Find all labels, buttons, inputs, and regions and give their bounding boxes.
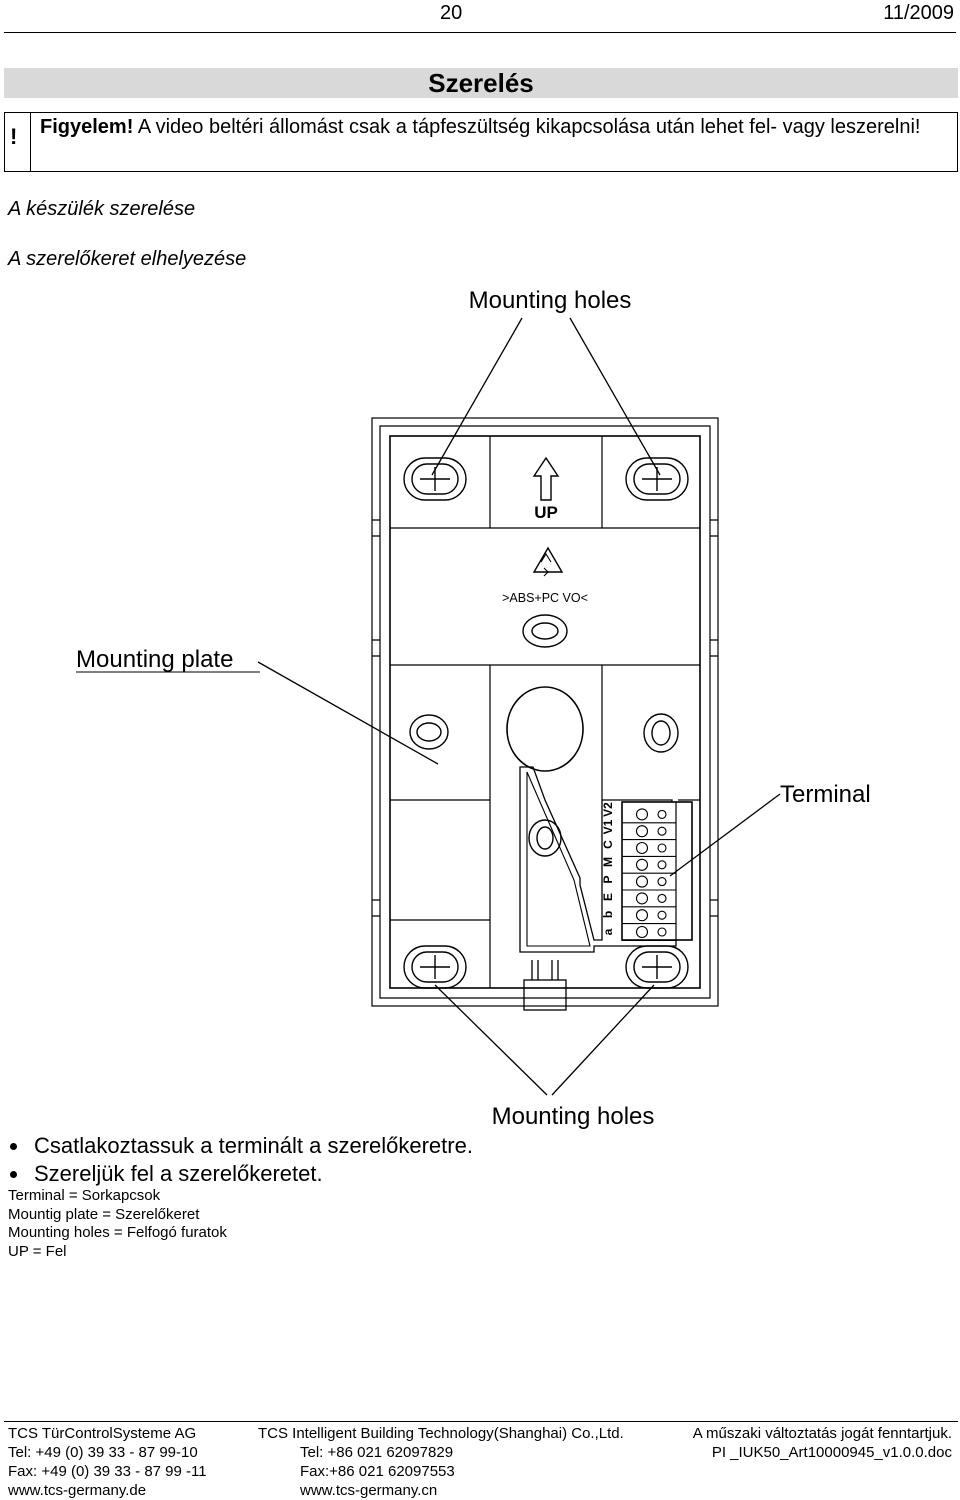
bottom-latch bbox=[523, 960, 567, 1011]
terminal-block bbox=[621, 801, 693, 941]
footer-line: TCS Intelligent Building Technology(Shan… bbox=[258, 1425, 624, 1442]
terminal-screw bbox=[635, 808, 649, 821]
footer-divider bbox=[4, 1421, 958, 1422]
terminal-contact bbox=[657, 910, 667, 920]
recycle-icon bbox=[532, 546, 564, 573]
terminal-screw bbox=[635, 825, 649, 838]
heading-plate-position: A szerelőkeret elhelyezése bbox=[8, 248, 247, 270]
warning-divider bbox=[30, 112, 31, 172]
terminal-labels: a b E PMC V1 V2 bbox=[601, 802, 615, 936]
terminal-contact bbox=[657, 927, 667, 937]
footer-line: PI _IUK50_Art10000945_v1.0.0.doc bbox=[711, 1444, 952, 1461]
legend: Terminal = Sorkapcsok Mountig plate = Sz… bbox=[8, 1187, 227, 1261]
terminal-label: C bbox=[601, 840, 615, 849]
center-mounting-hole bbox=[522, 614, 568, 648]
legend-item: Terminal = Sorkapcsok bbox=[8, 1187, 161, 1204]
footer-line: TCS TürControlSysteme AG bbox=[8, 1425, 197, 1442]
callout-mounting-holes-top: Mounting holes bbox=[469, 287, 632, 314]
mounting-hole-bottom-left bbox=[403, 945, 467, 989]
terminal-label: b bbox=[601, 911, 615, 918]
terminal-contact bbox=[657, 809, 667, 819]
terminal-screw bbox=[635, 925, 649, 939]
terminal-housing bbox=[519, 766, 677, 953]
terminal-contact bbox=[657, 877, 667, 887]
footer-company-germany: TCS TürControlSysteme AG Tel: +49 (0) 39… bbox=[8, 1424, 207, 1500]
mounting-plate bbox=[389, 435, 701, 989]
heading-mounting: A készülék szerelése bbox=[8, 198, 196, 220]
footer-line: Tel: +49 (0) 39 33 - 87 99-10 bbox=[8, 1444, 198, 1461]
cable-opening bbox=[506, 686, 584, 772]
callout-mounting-holes-bottom: Mounting holes bbox=[492, 1103, 655, 1130]
legend-item: Mounting holes = Felfogó furatok bbox=[8, 1224, 227, 1241]
terminal-contact bbox=[657, 826, 667, 836]
terminal-label: E bbox=[601, 893, 615, 901]
footer-line: Fax:+86 021 62097553 bbox=[300, 1463, 455, 1480]
warning-box bbox=[4, 112, 958, 172]
terminal-screw bbox=[635, 841, 649, 855]
callout-terminal: Terminal bbox=[780, 781, 871, 808]
warning-text: Figyelem! A video beltéri állomást csak … bbox=[40, 115, 954, 140]
legend-item: Mountig plate = Szerelőkeret bbox=[8, 1205, 200, 1223]
document-date: 11/2009 bbox=[883, 2, 954, 24]
terminal-screw bbox=[635, 875, 649, 888]
warning-label: Figyelem! bbox=[40, 116, 134, 138]
callout-lines bbox=[257, 317, 781, 1096]
housing-outline bbox=[371, 417, 719, 1007]
terminal-contact bbox=[657, 893, 667, 903]
material-mark: >ABS+PC VO< bbox=[502, 591, 588, 605]
mounting-plate-drawing: UP >ABS+PC VO< a b E PMC V1 V2 bbox=[76, 287, 871, 1130]
list-item: Szereljük fel a szerelőkeretet. bbox=[8, 1160, 473, 1188]
footer-line: Fax: +49 (0) 39 33 - 87 99 -11 bbox=[8, 1463, 207, 1480]
terminal-screw bbox=[635, 858, 649, 871]
terminal-screw bbox=[635, 892, 649, 905]
warning-message: A video beltéri állomást csak a tápfeszü… bbox=[133, 116, 921, 138]
terminal-label: a bbox=[601, 928, 615, 935]
footer-line: Tel: +86 021 62097829 bbox=[300, 1444, 454, 1461]
footer-line: A műszaki változtatás jogát fenntartjuk. bbox=[692, 1425, 952, 1442]
terminal-contacts bbox=[622, 808, 676, 941]
terminal-label: V1 bbox=[601, 819, 615, 834]
mounting-hole-top-right bbox=[625, 457, 689, 501]
terminal-contact bbox=[657, 843, 667, 853]
footer-company-china: TCS Intelligent Building Technology(Shan… bbox=[258, 1424, 624, 1500]
section-title: Szerelés bbox=[428, 68, 534, 98]
footer-link: www.tcs-germany.cn bbox=[300, 1482, 438, 1499]
terminal-label: V2 bbox=[601, 802, 615, 817]
instruction-list: Csatlakoztassuk a terminált a szerelőker… bbox=[8, 1132, 473, 1188]
up-arrow-icon bbox=[532, 456, 560, 501]
mounting-hole-top-left bbox=[403, 457, 467, 501]
up-label: UP bbox=[534, 503, 558, 522]
side-hole-right bbox=[643, 713, 679, 753]
housing-inner-rim bbox=[379, 425, 711, 999]
footer-link: www.tcs-germany.de bbox=[8, 1482, 147, 1499]
housing-notches bbox=[372, 519, 718, 917]
footer-document-info: A műszaki változtatás jogát fenntartjuk.… bbox=[693, 1424, 952, 1462]
terminal-screw bbox=[635, 909, 649, 922]
warning-icon: ! bbox=[10, 124, 18, 149]
header-divider bbox=[4, 32, 956, 33]
legend-item: UP = Fel bbox=[8, 1242, 67, 1260]
terminal-label: P bbox=[601, 875, 615, 883]
section-title-band bbox=[4, 68, 958, 98]
list-item: Csatlakoztassuk a terminált a szerelőker… bbox=[8, 1132, 473, 1160]
mounting-hole-bottom-right bbox=[625, 945, 689, 989]
callout-mounting-plate: Mounting plate bbox=[76, 646, 233, 673]
terminal-label: M bbox=[601, 857, 615, 867]
terminal-hole bbox=[528, 819, 562, 857]
side-hole-left bbox=[409, 714, 449, 750]
terminal-contact bbox=[657, 860, 667, 870]
page-number: 20 bbox=[440, 2, 463, 24]
